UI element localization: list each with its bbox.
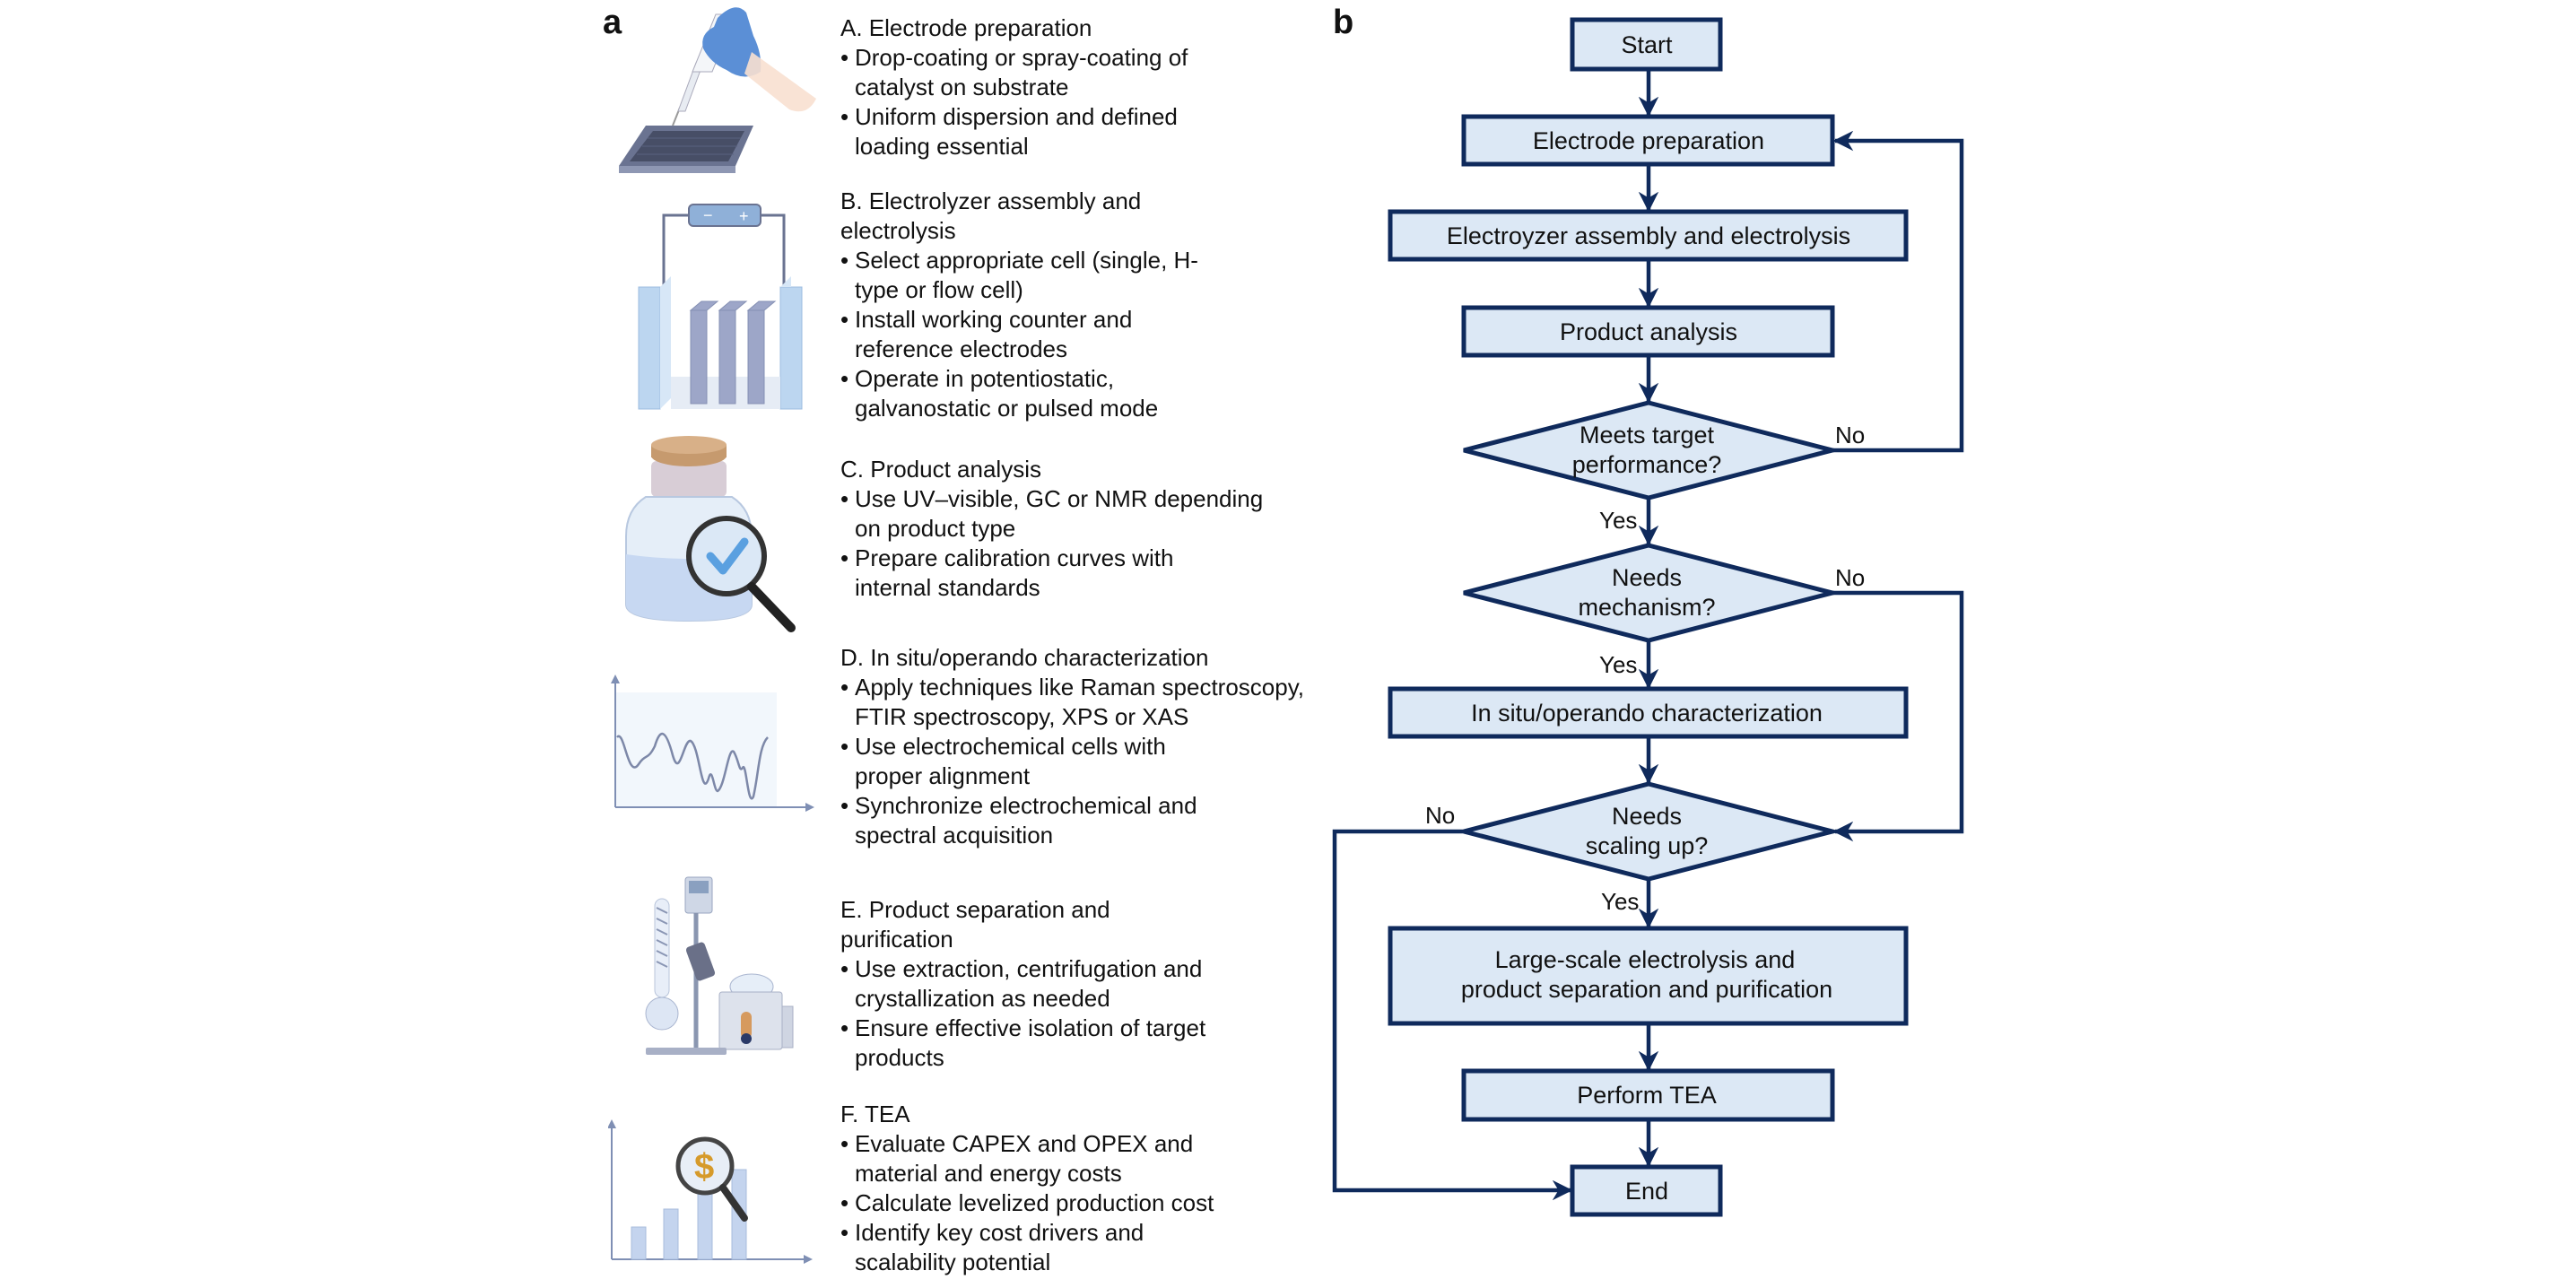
section-bullet: Use extraction, centrifugation and cryst… xyxy=(840,954,1205,1014)
section-title: E. Product separation and purification xyxy=(840,896,1110,953)
section-bullet: Synchronize electrochemical and spectral… xyxy=(840,791,1304,850)
section-product-analysis: C. Product analysis Use UV–visible, GC o… xyxy=(840,455,1263,603)
svg-text:−: − xyxy=(703,206,713,224)
edge-needs-mechanism-no xyxy=(1832,590,1964,842)
node-in-situ-characterization-label: In situ/operando characterization xyxy=(1471,700,1823,727)
svg-text:$: $ xyxy=(694,1147,714,1187)
node-electrode-preparation-label: Electrode preparation xyxy=(1533,127,1764,154)
section-bullet: Apply techniques like Raman spectroscopy… xyxy=(840,673,1304,732)
vial-magnifier-icon xyxy=(625,436,796,632)
section-bullet: Calculate levelized production cost xyxy=(840,1188,1214,1218)
edge-label-no-needs-scaling: No xyxy=(1425,802,1455,829)
decision-needs-mechanism-label-line2: mechanism? xyxy=(1578,594,1715,621)
edge-label-yes-meets-target: Yes xyxy=(1599,507,1637,534)
node-start xyxy=(1570,17,1723,72)
decision-needs-scaling xyxy=(1463,781,1841,882)
section-in-situ-characterization: D. In situ/operando characterization App… xyxy=(840,643,1304,850)
section-bullet: Operate in potentiostatic, galvanostatic… xyxy=(840,364,1198,423)
decision-needs-mechanism xyxy=(1463,543,1841,643)
node-product-analysis-label: Product analysis xyxy=(1560,318,1737,345)
decision-meets-target-label-line2: performance? xyxy=(1572,451,1722,478)
pipette-electrode-icon xyxy=(619,7,816,173)
svg-text:+: + xyxy=(739,207,749,225)
section-bullet: Prepare calibration curves with internal… xyxy=(840,544,1263,603)
decision-needs-scaling-label-line1: Needs xyxy=(1612,803,1682,830)
section-tea: F. TEA Evaluate CAPEX and OPEX and mater… xyxy=(840,1100,1214,1277)
section-bullet: Use UV–visible, GC or NMR depending on p… xyxy=(840,484,1263,544)
node-perform-tea-label: Perform TEA xyxy=(1577,1082,1717,1109)
section-title: C. Product analysis xyxy=(840,456,1041,483)
node-end-label: End xyxy=(1625,1178,1668,1205)
section-bullet: Evaluate CAPEX and OPEX and material and… xyxy=(840,1129,1214,1188)
decision-needs-mechanism-label-line1: Needs xyxy=(1612,564,1682,591)
decision-meets-target xyxy=(1463,400,1841,500)
section-bullet: Drop-coating or spray-coating of catalys… xyxy=(840,43,1188,102)
section-bullet: Select appropriate cell (single, H- type… xyxy=(840,246,1198,305)
decision-needs-scaling-label-line2: scaling up? xyxy=(1586,832,1709,859)
node-large-scale-label-line2: product separation and purification xyxy=(1461,976,1832,1003)
section-title: D. In situ/operando characterization xyxy=(840,644,1209,671)
edge-label-yes-needs-scaling: Yes xyxy=(1601,888,1639,915)
section-product-separation: E. Product separation and purification U… xyxy=(840,895,1205,1073)
cost-bar-chart-icon: $ xyxy=(608,1119,813,1264)
rotary-evaporator-icon xyxy=(645,876,794,1055)
section-electrolyzer-assembly: B. Electrolyzer assembly and electrolysi… xyxy=(840,187,1198,423)
edge-label-no-meets-target: No xyxy=(1835,422,1865,448)
section-bullet: Install working counter and reference el… xyxy=(840,305,1198,364)
node-electrolyzer-assembly-label: Electroyzer assembly and electrolysis xyxy=(1447,222,1850,249)
edge-label-no-needs-mechanism: No xyxy=(1835,564,1865,591)
section-bullet: Uniform dispersion and defined loading e… xyxy=(840,102,1188,161)
section-title: A. Electrode preparation xyxy=(840,14,1092,41)
edge-meets-target-no-loop xyxy=(1832,130,1964,453)
edge-label-yes-needs-mechanism: Yes xyxy=(1599,651,1637,678)
spectrum-chart-icon xyxy=(611,674,814,812)
node-end xyxy=(1570,1164,1723,1217)
electrolyzer-cell-icon: − + xyxy=(638,204,803,410)
section-bullet: Ensure effective isolation of target pro… xyxy=(840,1014,1205,1073)
section-title: F. TEA xyxy=(840,1101,910,1127)
decision-meets-target-label-line1: Meets target xyxy=(1580,422,1715,448)
section-electrode-preparation: A. Electrode preparation Drop-coating or… xyxy=(840,13,1188,161)
node-large-scale-label-line1: Large-scale electrolysis and xyxy=(1495,946,1796,973)
section-bullet: Use electrochemical cells with proper al… xyxy=(840,732,1304,791)
panel-b-label: b xyxy=(1333,4,1354,41)
node-start-label: Start xyxy=(1621,31,1673,58)
edge-needs-scaling-no xyxy=(1332,829,1573,1201)
panel-a-label: a xyxy=(603,4,622,41)
section-title: B. Electrolyzer assembly and electrolysi… xyxy=(840,187,1142,244)
section-bullet: Identify key cost drivers and scalabilit… xyxy=(840,1218,1214,1277)
